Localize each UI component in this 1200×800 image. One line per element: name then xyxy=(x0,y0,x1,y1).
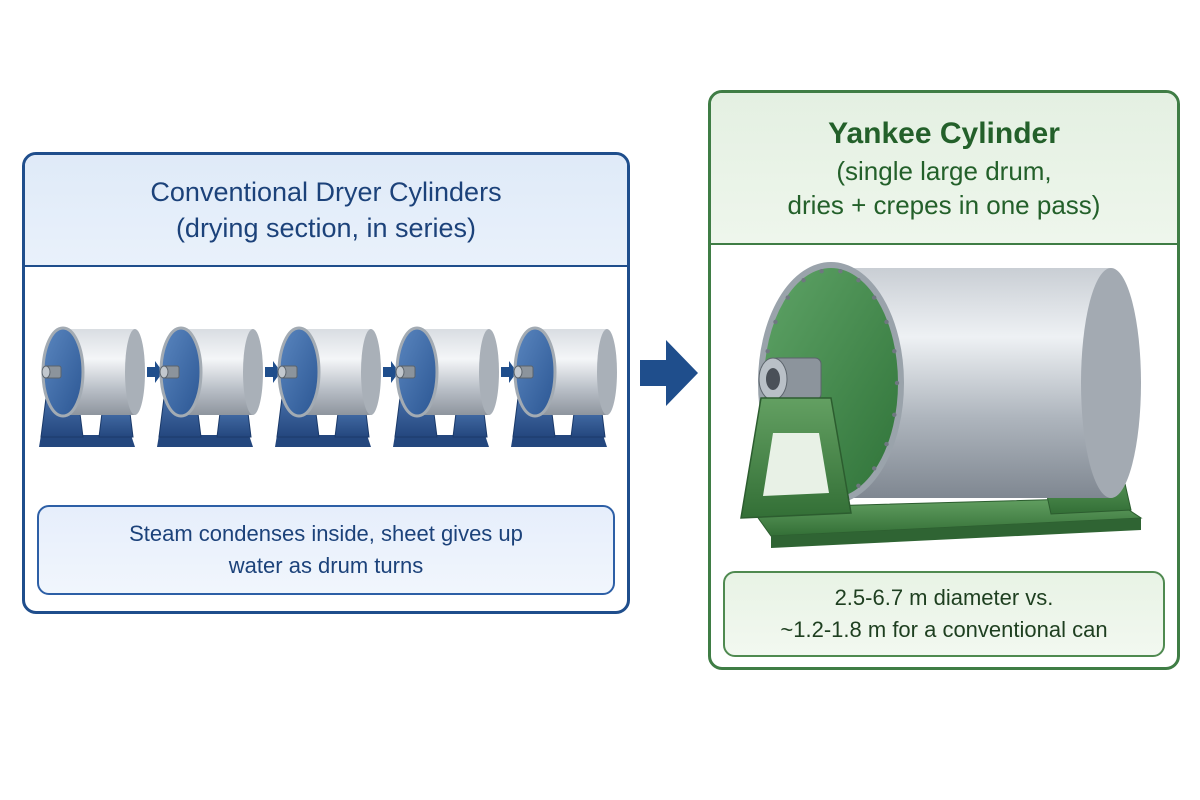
bolt xyxy=(838,269,843,274)
bolt xyxy=(785,295,790,300)
bolt xyxy=(872,466,877,471)
yankee-front-stand xyxy=(740,397,852,519)
yankee-drum xyxy=(758,262,1141,504)
series-arrow-icon xyxy=(147,361,163,383)
bolt xyxy=(801,278,806,283)
bolt xyxy=(773,319,778,325)
dryer-cylinder xyxy=(39,326,145,447)
bolt xyxy=(884,319,889,325)
conventional-cylinder-row xyxy=(39,326,617,447)
yankee-subtitle-line1: (single large drum, xyxy=(836,156,1052,186)
dryer-cylinder xyxy=(275,326,381,447)
bolt xyxy=(872,295,877,300)
yankee-subtitle-line2: dries + crepes in one pass) xyxy=(787,190,1101,220)
bolt xyxy=(856,483,861,488)
bolt xyxy=(819,269,824,274)
yankee-cylinder-illustration xyxy=(740,262,1143,548)
right-arrow-icon xyxy=(640,340,698,406)
yankee-panel: Yankee Cylinder (single large drum, drie… xyxy=(708,90,1180,670)
yankee-header: Yankee Cylinder (single large drum, drie… xyxy=(711,93,1177,245)
bolt xyxy=(856,278,861,283)
conventional-header: Conventional Dryer Cylinders (drying sec… xyxy=(25,155,627,267)
conventional-title: Conventional Dryer Cylinders xyxy=(150,177,502,207)
dryer-cylinder xyxy=(511,326,617,447)
yankee-note-line1: 2.5-6.7 m diameter vs. xyxy=(834,585,1054,610)
bolt xyxy=(894,380,900,386)
bolt xyxy=(892,412,897,417)
series-arrow-icon xyxy=(383,361,399,383)
bolt xyxy=(892,349,897,354)
bolt xyxy=(765,349,770,354)
conventional-note-line2: water as drum turns xyxy=(228,553,424,578)
conventional-subtitle: (drying section, in series) xyxy=(175,213,477,243)
yankee-title: Yankee Cylinder xyxy=(828,117,1060,150)
series-arrow-icon xyxy=(501,361,517,383)
yankee-bearing xyxy=(758,357,822,401)
series-arrow-icon xyxy=(265,361,281,383)
dryer-cylinder xyxy=(393,326,499,447)
conventional-note-line1: Steam condenses inside, sheet gives up xyxy=(129,521,523,546)
dryer-cylinder xyxy=(157,326,263,447)
conventional-note: Steam condenses inside, sheet gives up w… xyxy=(37,505,615,595)
yankee-note-line2: ~1.2-1.8 m for a conventional can xyxy=(780,617,1108,642)
conventional-panel: Conventional Dryer Cylinders (drying sec… xyxy=(22,152,630,614)
yankee-note: 2.5-6.7 m diameter vs. ~1.2-1.8 m for a … xyxy=(723,571,1165,657)
bolt xyxy=(884,441,889,447)
